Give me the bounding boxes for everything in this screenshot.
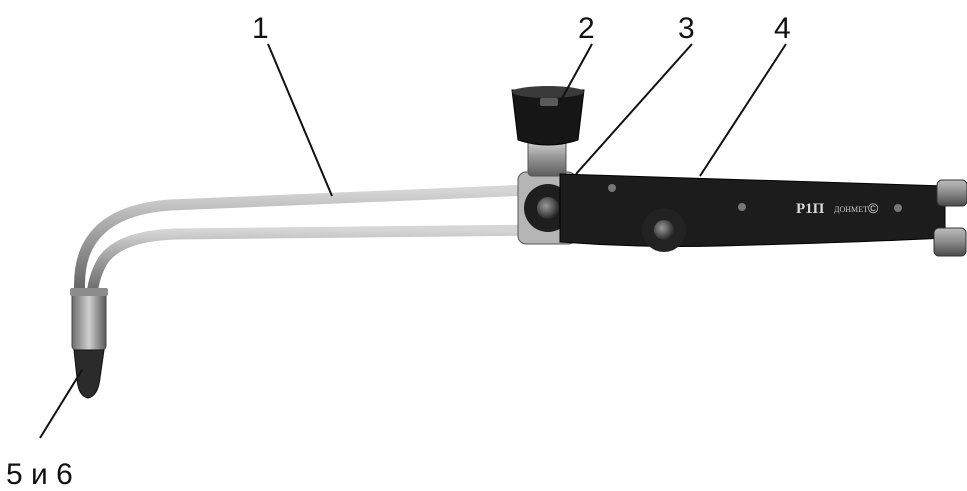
callout-label-1: 1 (252, 12, 269, 45)
nozzle-assembly (70, 288, 108, 399)
oxygen-valve-knob (511, 86, 585, 146)
leader-line-3 (575, 43, 693, 175)
leader-line-1 (267, 43, 333, 197)
leader-line-5-6 (39, 369, 83, 439)
leader-line-4 (699, 43, 787, 177)
inlet-fitting-lower (933, 227, 967, 257)
handle-model-marking: Р1П (796, 201, 825, 217)
callout-label-4: 4 (774, 12, 791, 45)
lower-tube (86, 224, 546, 306)
upper-tube (74, 184, 536, 304)
handle-screw (894, 204, 902, 212)
valve-knob-handle (642, 208, 686, 252)
callout-label-5-6: 5 и 6 (6, 458, 73, 491)
callout-label-3: 3 (678, 12, 695, 45)
inlet-fitting-upper (936, 179, 967, 207)
torch-handle: Р1П ДОНМЕТ © (559, 173, 946, 252)
handle-screw (608, 184, 616, 192)
callout-label-2: 2 (578, 12, 595, 45)
handle-maker-marking: ДОНМЕТ (834, 205, 868, 214)
leader-line-2 (559, 43, 593, 103)
handle-screw (738, 203, 746, 211)
handle-symbol-marking: © (868, 200, 879, 216)
